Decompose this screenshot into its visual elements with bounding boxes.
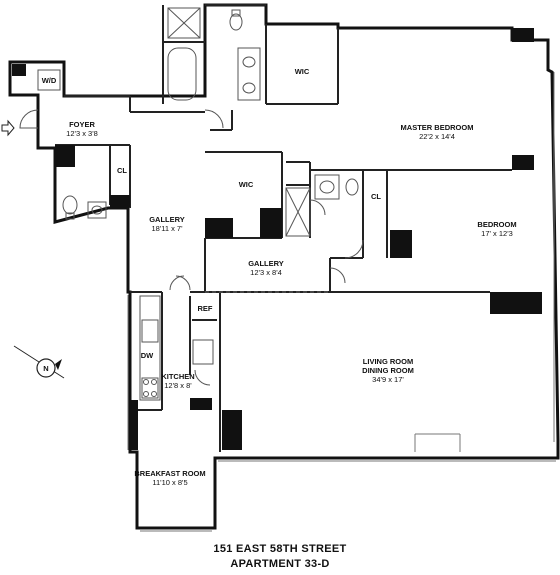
fixtures (37, 7, 359, 401)
dim-foyer: 12'3 x 3'8 (66, 129, 98, 138)
entry-arrow (1, 119, 15, 137)
label-bedroom: BEDROOM (477, 220, 516, 229)
label-breakfast: BREAKFAST ROOM (134, 469, 205, 478)
label-dining: DINING ROOM (362, 366, 414, 375)
label-gallery-main: GALLERY (149, 215, 185, 224)
floor-plan: N W/D FOYER 12'3 x 3'8 CL GALLERY 18'11 … (1, 3, 560, 532)
label-foyer: FOYER (69, 120, 95, 129)
walls (8, 3, 560, 530)
windows (127, 72, 556, 532)
label-cl-foyer: CL (117, 166, 127, 175)
label-gallery-side: GALLERY (248, 259, 284, 268)
label-wic-mid: WIC (239, 180, 254, 189)
dim-breakfast: 11'10 x 8'5 (152, 478, 187, 487)
label-master: MASTER BEDROOM (401, 123, 474, 132)
address-line-2: APARTMENT 33-D (230, 558, 330, 570)
label-ref: REF (198, 304, 213, 313)
dim-bedroom: 17' x 12'3 (481, 229, 513, 238)
dim-kitchen: 12'8 x 8' (164, 381, 192, 390)
label-kitchen: KITCHEN (161, 372, 194, 381)
columns (12, 28, 542, 450)
interior-walls (55, 4, 512, 452)
dim-gallery-main: 18'11 x 7' (151, 224, 183, 233)
label-wic-bath: WIC (295, 67, 310, 76)
dim-living: 34'9 x 17' (372, 375, 404, 384)
dim-master: 22'2 x 14'4 (419, 132, 455, 141)
north-compass: N (13, 345, 65, 379)
dim-gallery-side: 12'3 x 8'4 (250, 268, 282, 277)
label-cl-bed: CL (371, 192, 381, 201)
compass-label: N (43, 364, 48, 373)
label-wd: W/D (42, 76, 57, 85)
address-line-1: 151 EAST 58TH STREET (213, 543, 347, 555)
label-dw: DW (141, 351, 154, 360)
label-living: LIVING ROOM (363, 357, 413, 366)
doors (19, 109, 364, 386)
